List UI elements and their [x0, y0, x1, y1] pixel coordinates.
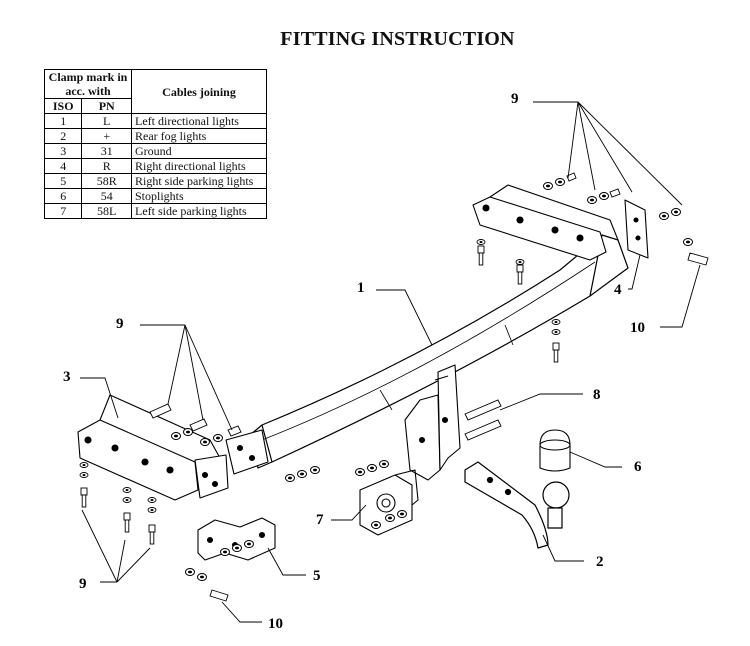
cell-cable: Right side parking lights — [131, 173, 267, 189]
callout-3: 3 — [63, 369, 71, 385]
callout-5: 5 — [313, 568, 321, 584]
cell-pn: 58R — [81, 173, 132, 189]
socket-plate — [359, 469, 419, 536]
tow-ball-arm — [464, 461, 570, 549]
callout-labels: 1 2 3 4 5 6 7 8 9 9 9 10 10 — [63, 91, 645, 632]
callout-4: 4 — [614, 282, 622, 298]
header-pn: PN — [81, 98, 132, 114]
left-bracket — [77, 394, 269, 501]
cell-cable: Left side parking lights — [131, 203, 267, 219]
page-title: FITTING INSTRUCTION — [280, 28, 515, 50]
bracket-plate — [197, 517, 276, 561]
callout-7: 7 — [316, 512, 324, 528]
cell-cable: Right directional lights — [131, 158, 267, 174]
callout-9-bottom: 9 — [79, 576, 87, 592]
cell-iso: 7 — [43, 203, 83, 219]
cables-table: Clamp mark in acc. with Cables joining I… — [43, 69, 267, 219]
callout-2: 2 — [596, 554, 604, 570]
leader-lines — [80, 101, 701, 623]
header-clamp: Clamp mark in acc. with — [44, 69, 132, 99]
center-mount — [404, 364, 461, 481]
cell-iso: 4 — [43, 158, 83, 174]
cell-cable: Rear fog lights — [131, 128, 267, 144]
callout-1: 1 — [357, 280, 365, 296]
right-bracket — [472, 184, 649, 261]
fasteners — [79, 172, 709, 602]
callout-10-right: 10 — [630, 320, 645, 336]
callout-9-left: 9 — [116, 316, 124, 332]
callout-10-bottom: 10 — [268, 616, 283, 632]
table-subheader-row: ISO PN — [43, 98, 267, 114]
callout-9-top: 9 — [511, 91, 519, 107]
callout-8: 8 — [593, 387, 601, 403]
table-row: 2+Rear fog lights — [43, 128, 267, 144]
ball-cap — [539, 429, 571, 472]
callout-6: 6 — [634, 459, 642, 475]
